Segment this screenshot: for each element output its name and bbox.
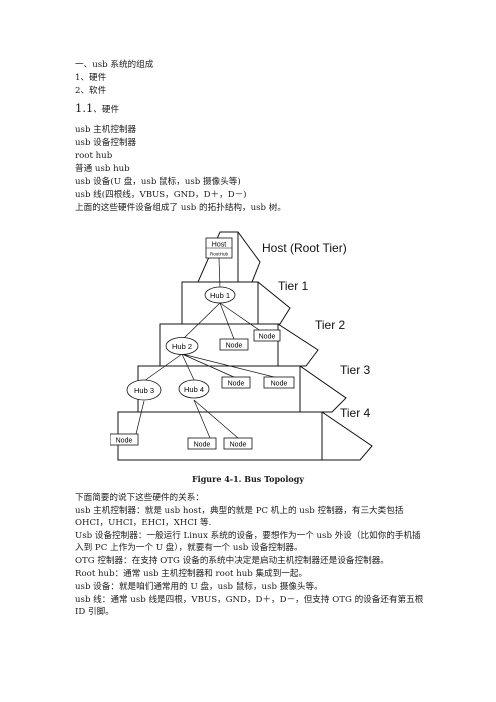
hub4-label: Hub 4 — [184, 385, 204, 394]
tier4-slab — [117, 411, 373, 461]
node-label-2: Node — [226, 343, 243, 350]
hw-item-host-controller: usb 主机控制器 — [75, 125, 137, 135]
relations-intro: 下面简要的说下这些硬件的关系： — [75, 493, 204, 503]
tier-label-1: Tier 1 — [278, 279, 309, 293]
node-label-1: Node — [259, 334, 276, 341]
node-box-3 — [221, 376, 251, 389]
hub2-ellipse — [165, 337, 199, 355]
desc-usb-device: usb 设备：就是咱们通常用的 U 盘，usb 鼠标，usb 摄像头等。 — [75, 582, 323, 592]
desc-otg-controller: OTG 控制器：在支持 OTG 设备的系统中决定是启动主机控制器还是设备控制器。 — [75, 556, 389, 566]
hw-item-device-controller: usb 设备控制器 — [75, 138, 137, 148]
node-label-6: Node — [194, 442, 211, 449]
hw-item-usb-hub: 普通 usb hub — [75, 164, 130, 174]
doc-title: 一、usb 系统的组成 — [75, 60, 154, 70]
list-item-hardware: 1、硬件 — [75, 73, 107, 83]
hub1-ellipse — [204, 286, 236, 304]
section-number: 1.1 — [75, 101, 94, 115]
hub3-ellipse — [126, 379, 162, 401]
bus-topology-diagram: Host RootHub Hub 1 Hub 2 Hub 3 Hub 4 — [110, 231, 373, 461]
list-item-software: 2、软件 — [75, 86, 107, 96]
tier-label-2: Tier 2 — [315, 318, 346, 332]
node-box-7 — [223, 437, 253, 450]
desc-host-controller: usb 主机控制器：就是 usb host，典型的就是 PC 机上的 usb 控… — [75, 506, 404, 528]
tier-label-3: Tier 3 — [340, 363, 371, 377]
desc-usb-cable: usb 线：通常 usb 线是四根，VBUS，GND，D＋，D－，但支持 OTG… — [75, 595, 424, 617]
section-heading: 1.1、硬件 — [75, 101, 119, 117]
hw-item-usb-cable: usb 线(四根线，VBUS，GND，D＋，D－) — [75, 190, 247, 200]
tier-label-host: Host (Root Tier) — [262, 241, 347, 255]
section-title: 、硬件 — [93, 105, 120, 115]
desc-root-hub: Root hub：通常 usb 主机控制器和 root hub 集成到一起。 — [75, 569, 308, 579]
hw-summary: 上面的这些硬件设备组成了 usb 的拓扑结构，usb 树。 — [75, 203, 286, 213]
node-box-6 — [187, 437, 217, 450]
host-label: Host — [212, 242, 226, 249]
hub2-label: Hub 2 — [172, 342, 192, 351]
hw-item-usb-device: usb 设备(U 盘，usb 鼠标，usb 摄像头等) — [75, 177, 241, 187]
node-box-1 — [253, 329, 281, 342]
hw-item-root-hub: root hub — [75, 151, 113, 161]
tier3-slab — [137, 365, 347, 413]
tier-label-4: Tier 4 — [340, 406, 371, 420]
hub4-ellipse — [178, 379, 210, 399]
figure-caption: Figure 4-1. Bus Topology — [191, 474, 305, 484]
node-label-5: Node — [116, 438, 133, 445]
desc-device-controller: Usb 设备控制器：一般运行 Linux 系统的设备，要想作为一个 usb 外设… — [75, 531, 421, 553]
node-label-7: Node — [230, 442, 247, 449]
node-box-2 — [219, 338, 249, 351]
hub1-label: Hub 1 — [210, 291, 230, 300]
tier1-slab — [181, 281, 291, 325]
node-label-3: Node — [228, 381, 245, 388]
node-box-5 — [110, 433, 139, 446]
node-box-4 — [263, 376, 295, 389]
node-label-4: Node — [271, 381, 288, 388]
hub3-label: Hub 3 — [134, 386, 154, 395]
roothub-label: RootHub — [210, 252, 229, 257]
